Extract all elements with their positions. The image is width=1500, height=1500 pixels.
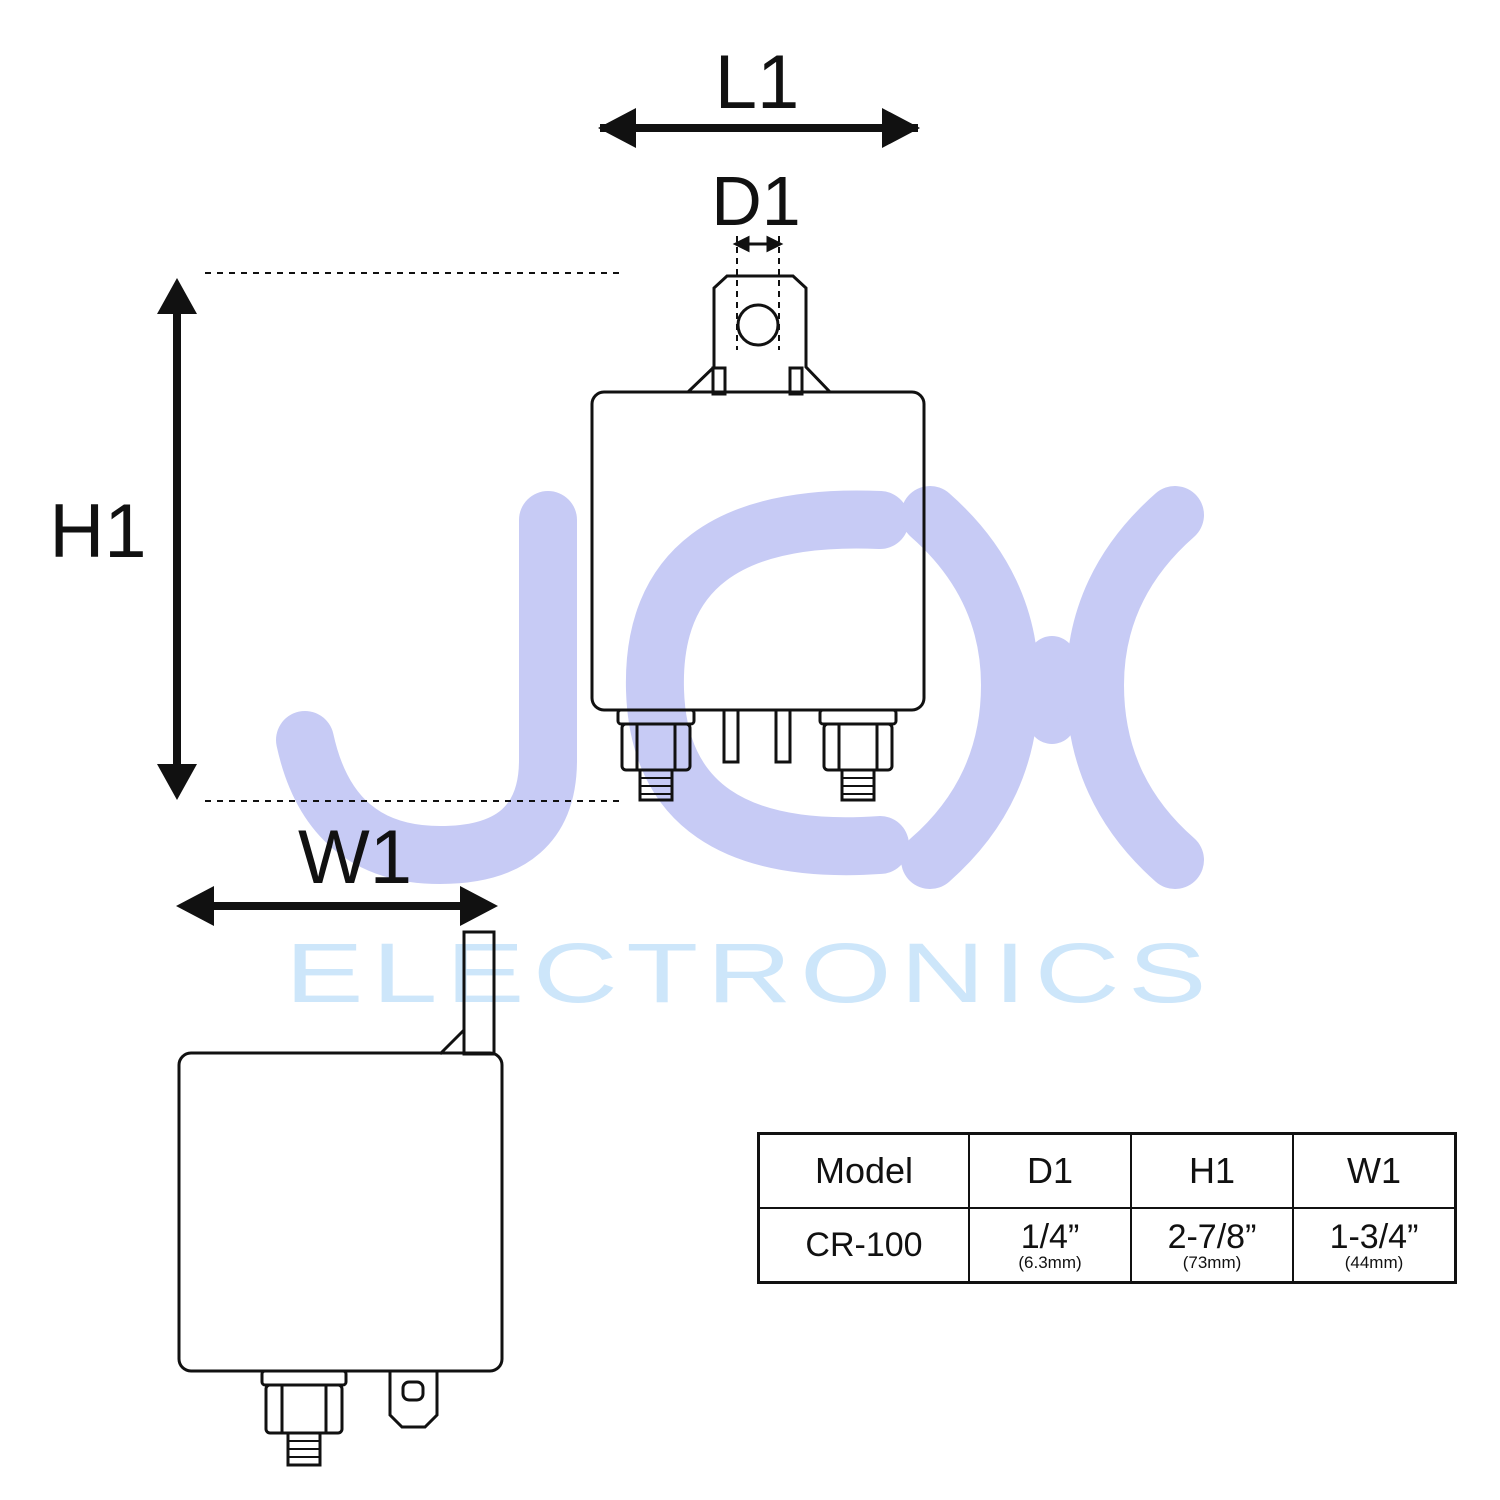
w1-metric: (44mm)	[1344, 1252, 1404, 1272]
cell-w1: 1-3/4” (44mm)	[1292, 1207, 1457, 1284]
relay-side-view	[177, 930, 504, 1467]
dimension-label-l1: L1	[715, 40, 800, 125]
cell-model: CR-100	[757, 1207, 970, 1284]
cell-h1: 2-7/8” (73mm)	[1130, 1207, 1294, 1284]
model-value: CR-100	[805, 1225, 923, 1264]
header-w1: W1	[1292, 1132, 1457, 1209]
dimension-arrow-d1	[732, 235, 784, 350]
d1-metric: (6.3mm)	[1018, 1252, 1082, 1272]
table-row: CR-100 1/4” (6.3mm) 2-7/8” (73mm) 1-3/4”…	[757, 1207, 1457, 1284]
header-d1: D1	[968, 1132, 1132, 1209]
dimension-arrow-h1	[157, 272, 625, 802]
cell-d1: 1/4” (6.3mm)	[968, 1207, 1132, 1284]
watermark-electronics-text: ELECTRONICS	[285, 926, 1215, 1020]
header-model: Model	[757, 1132, 970, 1209]
h1-imperial: 2-7/8”	[1167, 1217, 1257, 1256]
d1-imperial: 1/4”	[1020, 1217, 1080, 1256]
h1-metric: (73mm)	[1182, 1252, 1242, 1272]
spec-table: Model D1 H1 W1 CR-100 1/4” (6.3mm) 2-7/8…	[757, 1132, 1457, 1284]
header-h1: H1	[1130, 1132, 1294, 1209]
spec-table-header-row: Model D1 H1 W1	[757, 1132, 1457, 1209]
dimension-arrow-w1	[176, 886, 498, 926]
dimension-label-h1: H1	[49, 489, 146, 574]
relay-front-view	[590, 274, 926, 802]
dimension-label-d1: D1	[711, 162, 800, 240]
w1-imperial: 1-3/4”	[1329, 1217, 1419, 1256]
dimension-label-w1: W1	[298, 815, 412, 900]
